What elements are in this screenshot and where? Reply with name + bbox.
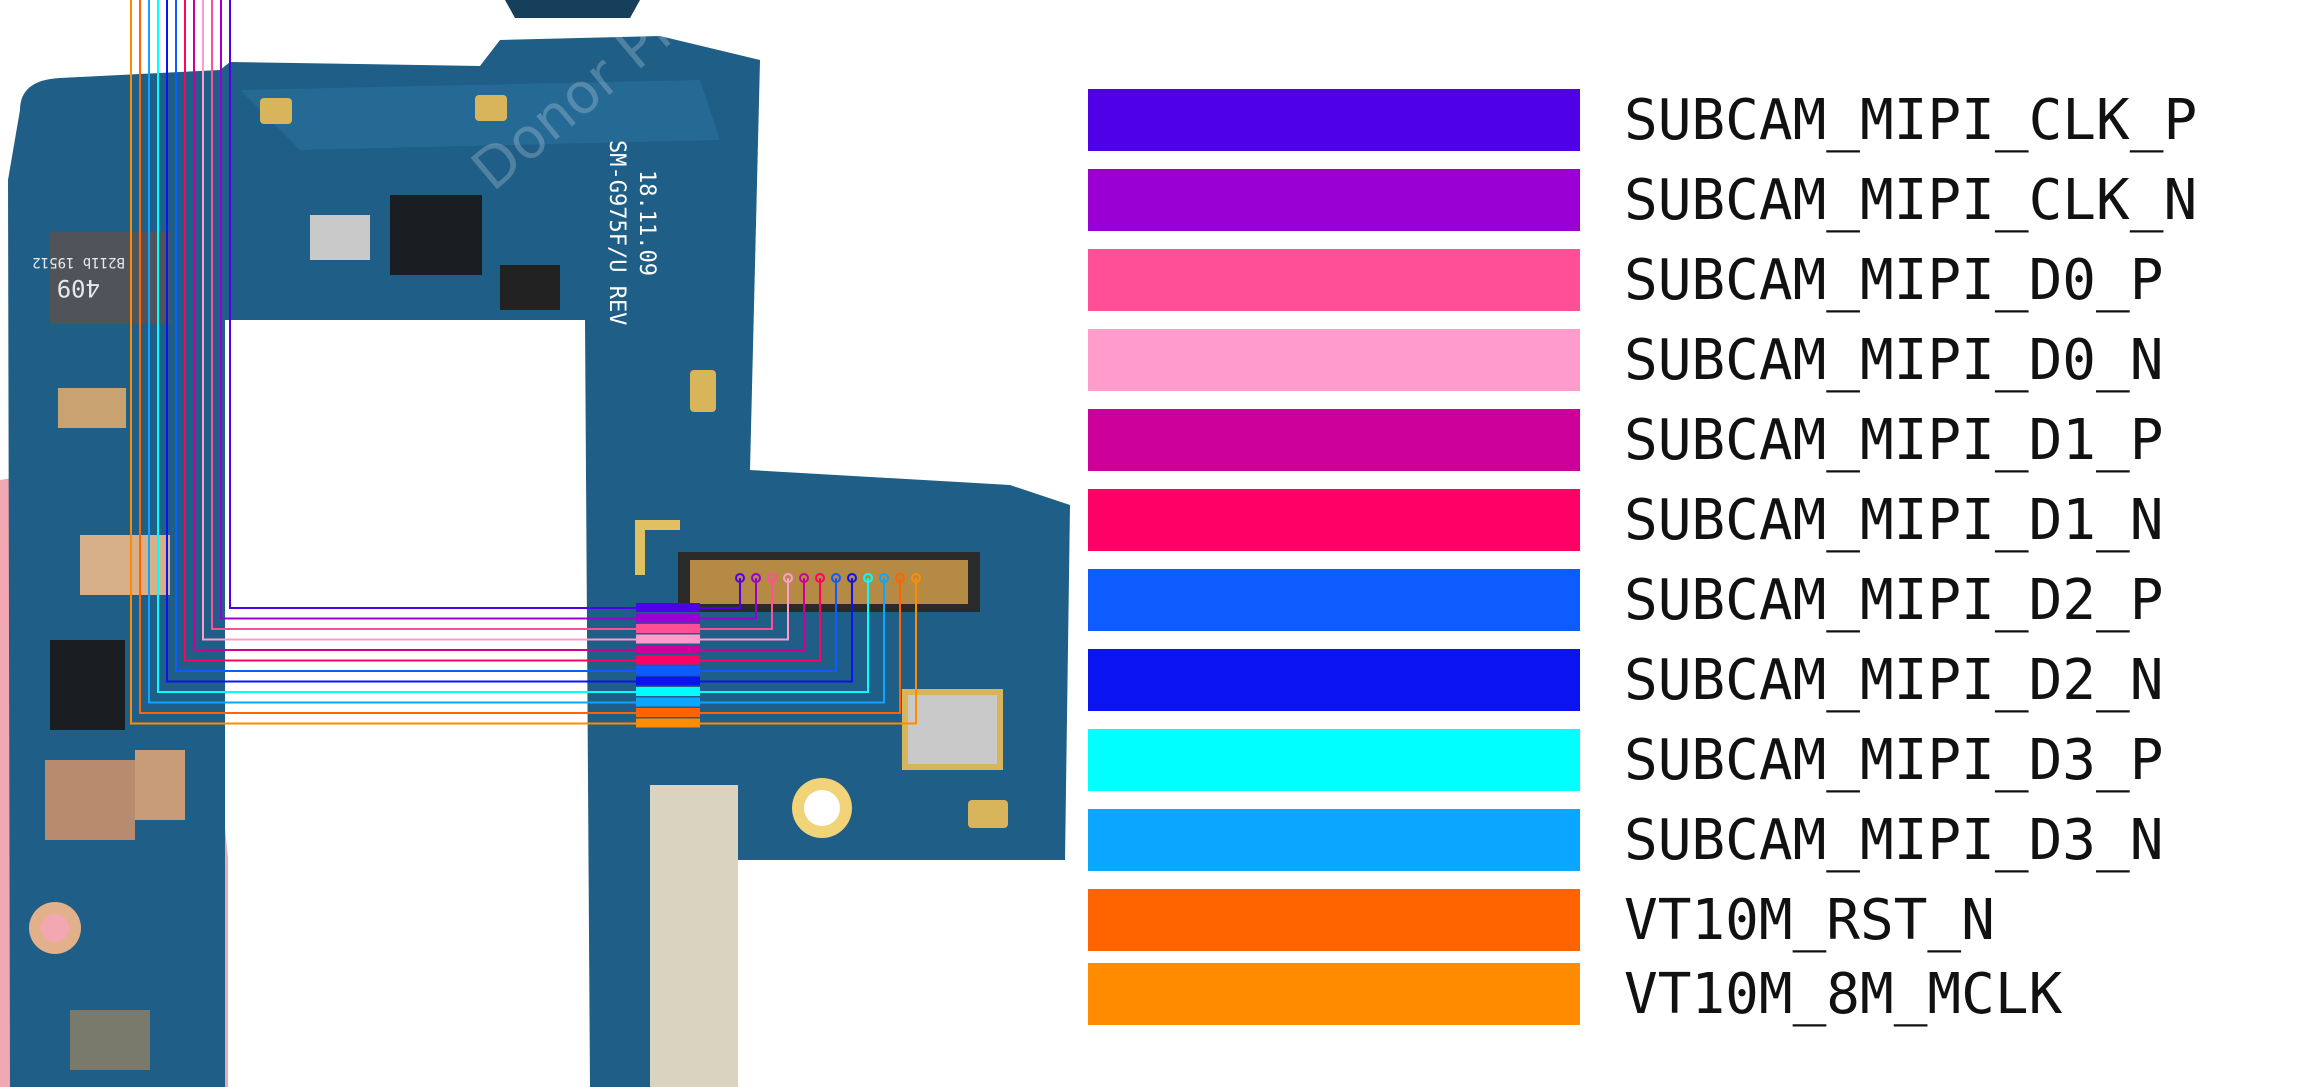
signal-trace	[211, 0, 773, 630]
legend-swatch	[1088, 89, 1580, 151]
trace-tag	[636, 718, 700, 728]
trace-pin	[831, 573, 841, 583]
trace-pin	[751, 573, 761, 583]
gold-pad	[690, 370, 716, 412]
trace-pin	[895, 573, 905, 583]
shield-strip	[650, 785, 738, 1087]
connector-silkscreen	[635, 520, 680, 575]
trace-pin	[783, 573, 793, 583]
legend-label: SUBCAM_MIPI_D0_P	[1624, 247, 2164, 313]
signal-trace	[202, 0, 789, 641]
mounting-hole-inner	[804, 790, 840, 826]
trace-tag	[636, 655, 700, 665]
signal-trace	[166, 0, 853, 683]
legend-label: SUBCAM_MIPI_D3_N	[1624, 807, 2164, 873]
signal-trace	[193, 0, 805, 651]
signal-trace	[157, 0, 869, 693]
legend-label: SUBCAM_MIPI_D0_N	[1624, 327, 2164, 393]
signal-trace	[139, 0, 901, 714]
legend-swatch	[1088, 809, 1580, 871]
trace-tag	[636, 697, 700, 707]
signal-trace	[220, 0, 757, 620]
microphone	[902, 689, 1003, 770]
legend-label: SUBCAM_MIPI_D1_P	[1624, 407, 2164, 473]
legend-row: SUBCAM_MIPI_D0_N	[1088, 327, 2164, 393]
gold-pad	[968, 800, 1008, 828]
trace-pin	[911, 573, 921, 583]
board-cutout	[228, 322, 583, 1087]
signal-trace	[148, 0, 885, 704]
date-text: 18.11.09	[634, 170, 659, 276]
legend-swatch	[1088, 649, 1580, 711]
pcb-board-photo: 409 B211b 19512 Donor Phone SM-G975F/U R…	[0, 0, 1070, 1087]
component	[500, 265, 560, 310]
trace-tag	[636, 645, 700, 654]
trace-tag	[636, 613, 700, 623]
legend-swatch	[1088, 409, 1580, 471]
legend-swatch	[1088, 169, 1580, 231]
legend-swatch	[1088, 329, 1580, 391]
legend-row: SUBCAM_MIPI_D1_P	[1088, 407, 2164, 473]
legend-row: VT10M_RST_N	[1088, 887, 1995, 953]
legend-label: SUBCAM_MIPI_D2_N	[1624, 647, 2164, 713]
ic-chip	[390, 195, 482, 275]
trace-pin	[799, 573, 809, 583]
signal-trace	[229, 0, 741, 609]
trace-tag	[636, 676, 700, 686]
legend-row: SUBCAM_MIPI_CLK_P	[1088, 87, 2198, 153]
legend-swatch	[1088, 489, 1580, 551]
signal-trace	[184, 0, 821, 662]
trace-pin	[863, 573, 873, 583]
legend-label: SUBCAM_MIPI_D1_N	[1624, 487, 2164, 553]
legend-row: SUBCAM_MIPI_D3_N	[1088, 807, 2164, 873]
legend-row: SUBCAM_MIPI_D1_N	[1088, 487, 2164, 553]
legend-label: VT10M_8M_MCLK	[1624, 961, 2063, 1027]
component	[70, 1010, 150, 1070]
connector-pins	[690, 560, 968, 604]
legend-swatch	[1088, 249, 1580, 311]
trace-pin	[735, 573, 745, 583]
legend-row: SUBCAM_MIPI_D0_P	[1088, 247, 2164, 313]
component	[80, 535, 170, 595]
legend-swatch	[1088, 889, 1580, 951]
legend-swatch	[1088, 963, 1580, 1025]
crystal	[310, 215, 370, 260]
trace-tag	[636, 687, 700, 696]
legend-label: SUBCAM_MIPI_CLK_N	[1624, 167, 2198, 233]
model-text: SM-G975F/U REV	[604, 140, 629, 325]
trace-pin	[847, 573, 857, 583]
trace-tag	[636, 708, 700, 717]
legend-row: SUBCAM_MIPI_D2_N	[1088, 647, 2164, 713]
component	[58, 388, 126, 428]
mounting-hole-inner	[41, 914, 69, 942]
signal-trace	[130, 0, 917, 725]
legend-swatch	[1088, 569, 1580, 631]
trace-tag	[636, 624, 700, 633]
trace-tag	[636, 603, 700, 612]
gold-pad	[260, 98, 292, 124]
legend-label: VT10M_RST_N	[1624, 887, 1995, 953]
legend-label: SUBCAM_MIPI_CLK_P	[1624, 87, 2198, 153]
trace-tag	[636, 666, 700, 675]
legend-swatch	[1088, 729, 1580, 791]
legend-label: SUBCAM_MIPI_D2_P	[1624, 567, 2164, 633]
signal-trace	[175, 0, 837, 672]
legend-row: VT10M_8M_MCLK	[1088, 961, 2063, 1027]
legend-row: SUBCAM_MIPI_D3_P	[1088, 727, 2164, 793]
trace-tag	[636, 634, 700, 644]
pcb-top-tab	[505, 0, 640, 18]
signal-traces	[130, 0, 921, 728]
chip-marking: 409	[57, 274, 100, 302]
legend-row: SUBCAM_MIPI_D2_P	[1088, 567, 2164, 633]
legend-row: SUBCAM_MIPI_CLK_N	[1088, 167, 2198, 233]
trace-pin	[879, 573, 889, 583]
component	[45, 760, 135, 840]
component	[135, 750, 185, 820]
trace-pin	[815, 573, 825, 583]
trace-pin	[767, 573, 777, 583]
ic-chip	[50, 640, 125, 730]
chip-marking-2: B211b 19512	[32, 254, 125, 270]
gold-pad	[475, 95, 507, 121]
legend-label: SUBCAM_MIPI_D3_P	[1624, 727, 2164, 793]
